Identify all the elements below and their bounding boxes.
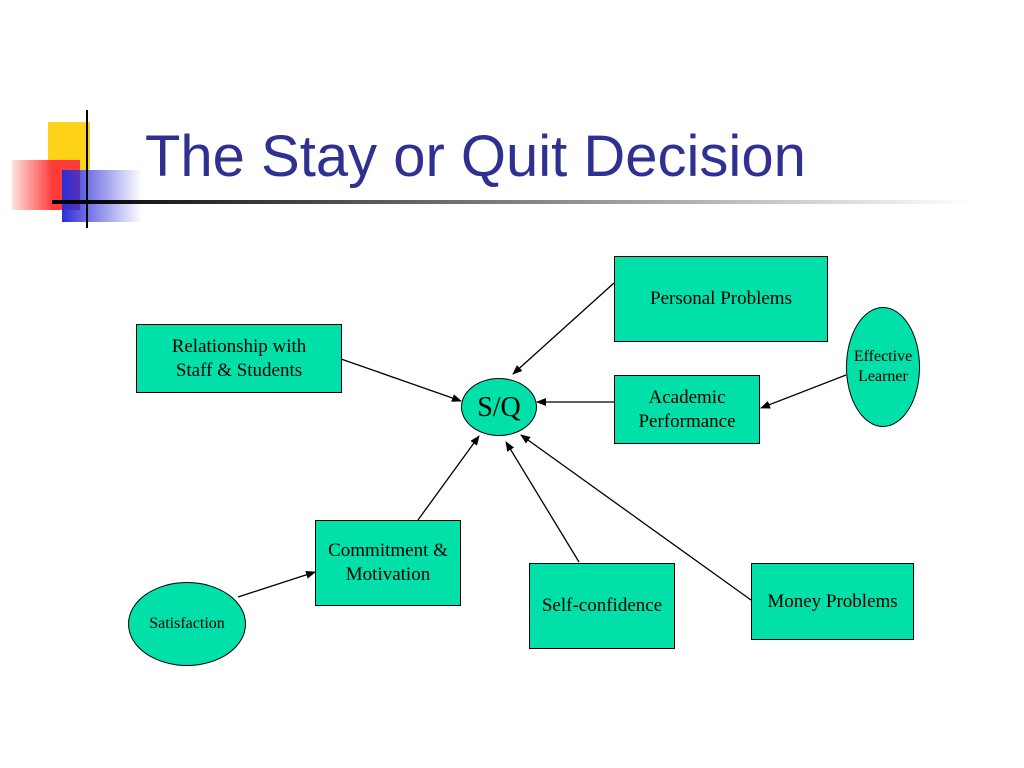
node-money-problems: Money Problems [751, 563, 914, 640]
node-relationship-label: Relationship with Staff & Students [171, 335, 307, 381]
node-sq-label: S/Q [477, 391, 521, 423]
slide-title: The Stay or Quit Decision [145, 124, 806, 189]
node-personal-problems: Personal Problems [614, 256, 828, 342]
node-money-problems-label: Money Problems [767, 590, 898, 612]
edge-effective-learner-to-academic [760, 374, 847, 409]
node-effective-learner: Effective Learner [846, 307, 920, 427]
node-satisfaction: Satisfaction [128, 582, 246, 666]
title-decoration [12, 110, 142, 228]
edge-self-confidence-to-sq [505, 441, 580, 563]
node-satisfaction-label: Satisfaction [149, 615, 225, 632]
node-personal-problems-label: Personal Problems [650, 288, 792, 310]
edge-relationship-to-sq [340, 358, 462, 402]
edge-satisfaction-to-commitment [237, 570, 316, 598]
edge-personal-problems-to-sq [512, 282, 615, 375]
node-self-confidence: Self-confidence [529, 563, 675, 649]
deco-blue-square [62, 170, 142, 222]
node-academic-performance-label: Academic Performance [638, 386, 736, 432]
node-commitment-label: Commitment & Motivation [328, 540, 448, 585]
edge-money-problems-to-sq [520, 434, 752, 601]
node-effective-learner-label: Effective Learner [853, 348, 913, 385]
node-relationship: Relationship with Staff & Students [136, 324, 342, 393]
edge-commitment-to-sq [417, 435, 480, 521]
title-underline [52, 200, 972, 204]
node-academic-performance: Academic Performance [614, 375, 760, 444]
node-sq: S/Q [461, 378, 537, 436]
node-self-confidence-label: Self-confidence [541, 595, 663, 617]
node-commitment: Commitment & Motivation [315, 520, 461, 606]
